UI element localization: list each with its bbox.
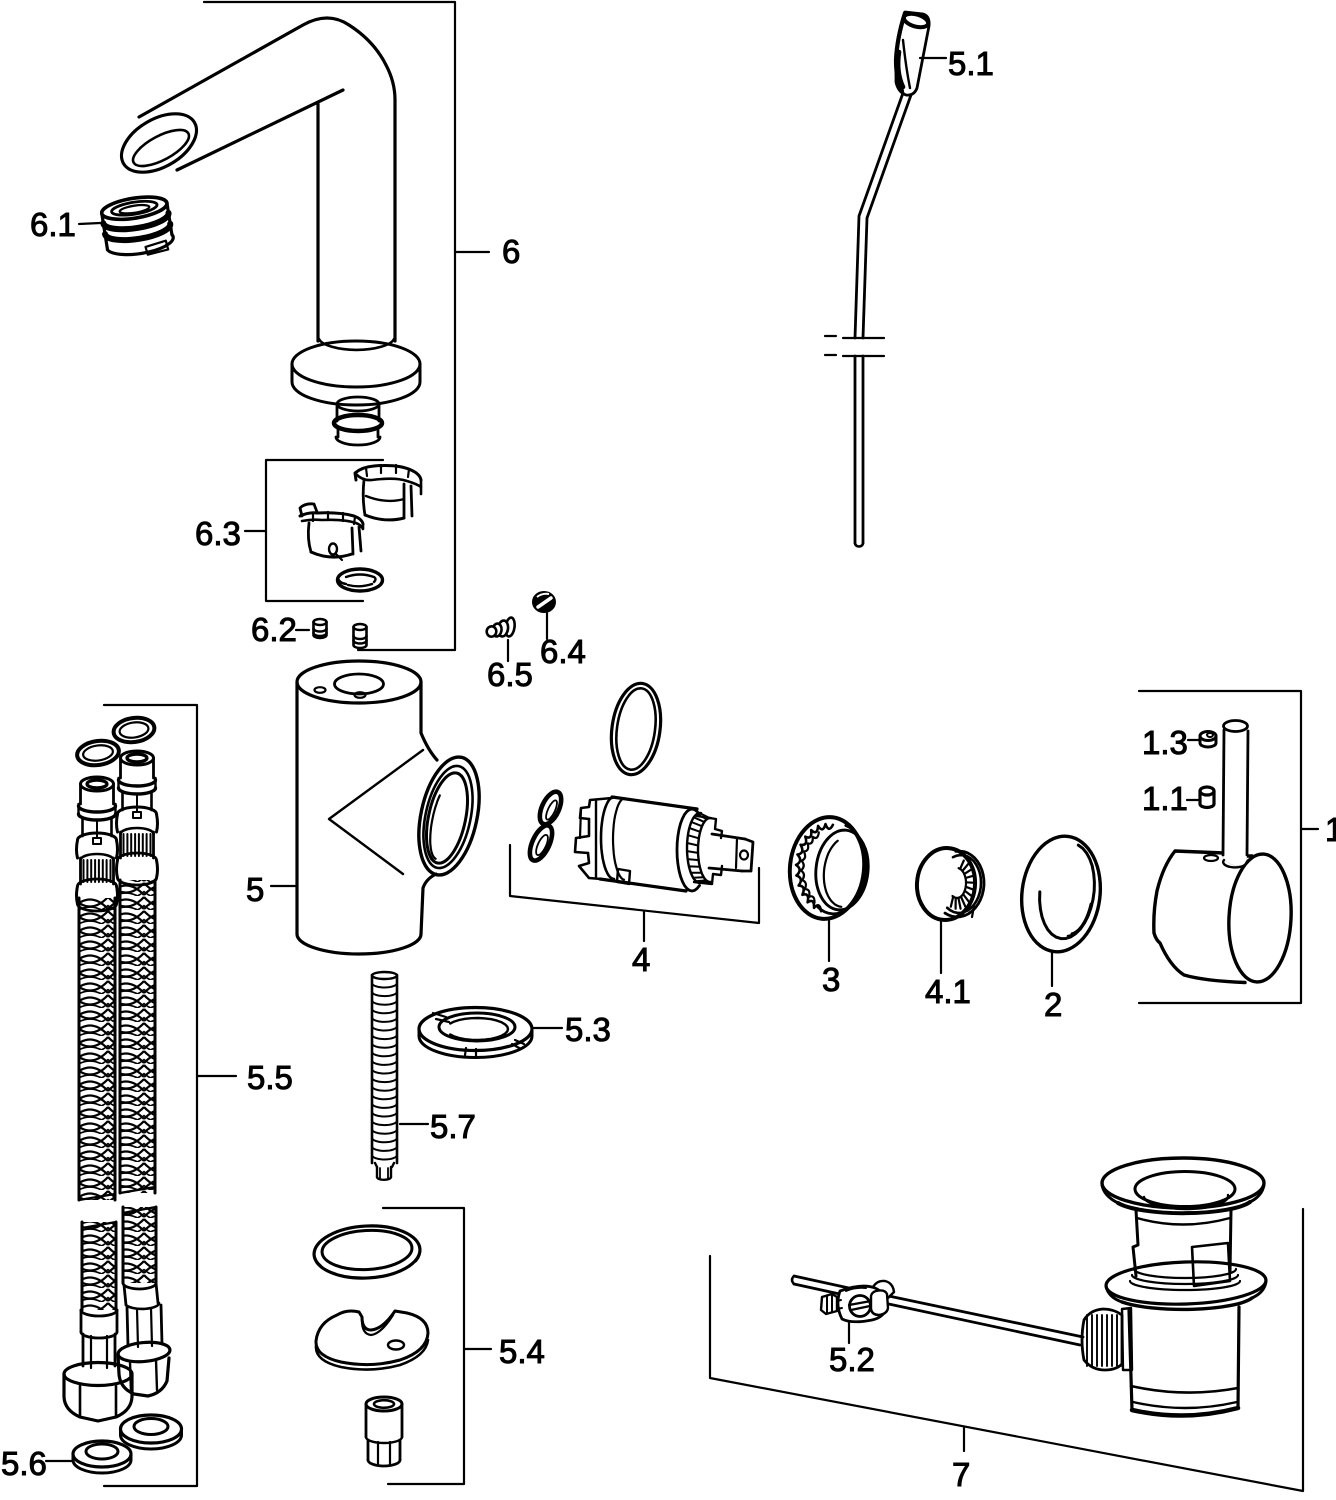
svg-text:5: 5: [246, 871, 264, 908]
svg-text:4: 4: [632, 941, 650, 978]
svg-text:1: 1: [1325, 811, 1336, 848]
svg-text:5.7: 5.7: [430, 1108, 476, 1145]
svg-text:5.6: 5.6: [1, 1445, 47, 1482]
svg-text:2: 2: [1044, 986, 1062, 1023]
svg-text:5.3: 5.3: [565, 1011, 611, 1048]
svg-text:5.1: 5.1: [948, 45, 994, 82]
svg-text:1.3: 1.3: [1142, 724, 1188, 761]
svg-text:1.1: 1.1: [1142, 780, 1188, 817]
svg-text:6.1: 6.1: [30, 206, 76, 243]
svg-text:5.4: 5.4: [499, 1333, 545, 1370]
svg-text:6.2: 6.2: [251, 611, 297, 648]
svg-text:5.5: 5.5: [247, 1059, 293, 1096]
svg-text:6: 6: [502, 233, 520, 270]
svg-text:7: 7: [952, 1456, 970, 1493]
svg-text:5.2: 5.2: [829, 1341, 875, 1378]
svg-text:6.5: 6.5: [487, 656, 533, 693]
svg-text:6.3: 6.3: [195, 515, 241, 552]
svg-text:6.4: 6.4: [540, 633, 586, 670]
svg-text:4.1: 4.1: [925, 973, 971, 1010]
svg-text:3: 3: [822, 961, 840, 998]
